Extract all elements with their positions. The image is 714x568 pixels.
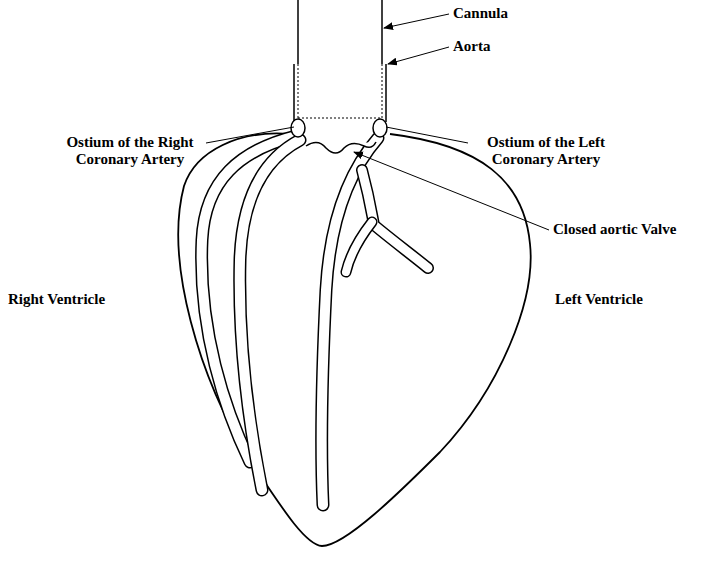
callout-label: Cannula <box>453 5 508 22</box>
callout-label: Aorta <box>453 38 491 55</box>
region-label: Left Ventricle <box>555 291 643 308</box>
region-label: Right Ventricle <box>8 291 105 308</box>
callout-label: Ostium of the Right Coronary Artery <box>50 134 210 168</box>
callout-label: Ostium of the Left Coronary Artery <box>466 134 626 168</box>
callout-label: Closed aortic Valve <box>553 221 676 238</box>
